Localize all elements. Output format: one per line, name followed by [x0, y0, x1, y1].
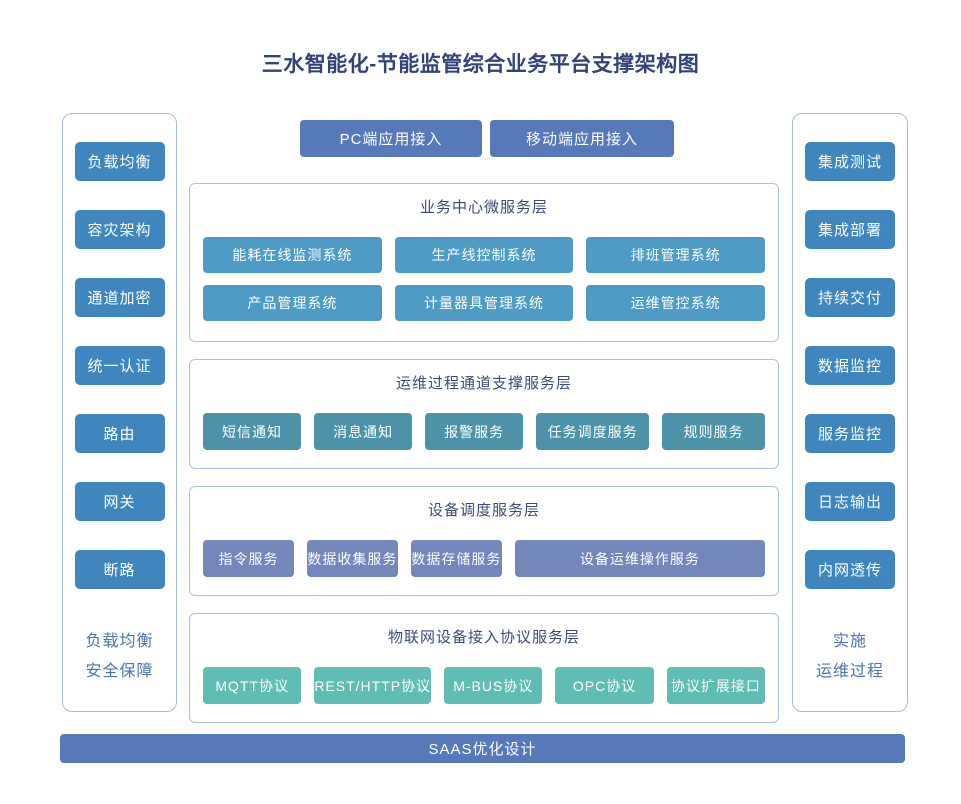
layer-ops-channel-support: 运维过程通道支撑服务层 短信通知 消息通知 报警服务 任务调度服务 规则服务: [189, 359, 779, 469]
layer3-row: 指令服务 数据收集服务 数据存储服务 设备运维操作服务: [203, 540, 765, 577]
node-energy-monitoring-system: 能耗在线监测系统: [203, 237, 382, 273]
left-caption-line2: 安全保障: [85, 663, 154, 680]
node-task-scheduling-service: 任务调度服务: [536, 413, 650, 450]
left-node-load-balancing: 负载均衡: [74, 142, 165, 181]
node-production-line-control-system: 生产线控制系统: [394, 237, 574, 273]
right-node-integration-test: 集成测试: [805, 142, 895, 181]
right-node-intranet-passthrough: 内网透传: [805, 550, 895, 589]
node-sms-notification: 短信通知: [203, 413, 302, 450]
node-rule-service: 规则服务: [662, 413, 765, 450]
layer2-row: 短信通知 消息通知 报警服务 任务调度服务 规则服务: [203, 413, 765, 450]
layer4-row: MQTT协议 REST/HTTP协议 M-BUS协议 OPC协议 协议扩展接口: [203, 667, 766, 704]
right-node-integration-deploy: 集成部署: [805, 210, 895, 249]
left-node-gateway: 网关: [74, 482, 165, 521]
right-node-service-monitoring: 服务监控: [805, 414, 895, 453]
right-panel: 集成测试 集成部署 持续交付 数据监控 服务监控 日志输出 内网透传 实施 运维…: [792, 113, 908, 712]
right-node-data-monitoring: 数据监控: [805, 346, 895, 385]
left-node-circuit-breaker: 断路: [74, 550, 165, 589]
right-panel-caption: 实施 运维过程: [816, 627, 884, 687]
node-rest-http-protocol: REST/HTTP协议: [314, 667, 432, 704]
layer-device-scheduling: 设备调度服务层 指令服务 数据收集服务 数据存储服务 设备运维操作服务: [189, 486, 779, 596]
layers-column: 业务中心微服务层 能耗在线监测系统 生产线控制系统 排班管理系统 产品管理系统 …: [189, 183, 779, 740]
node-protocol-extension-interface: 协议扩展接口: [666, 667, 766, 704]
left-node-channel-encryption: 通道加密: [74, 278, 165, 317]
saas-optimization-bar: SAAS优化设计: [60, 734, 905, 763]
left-panel: 负载均衡 容灾架构 通道加密 统一认证 路由 网关 断路 负载均衡 安全保障: [62, 113, 177, 712]
mobile-access-node: 移动端应用接入: [490, 120, 674, 157]
node-shift-management-system: 排班管理系统: [586, 237, 766, 273]
node-opc-protocol: OPC协议: [555, 667, 654, 704]
layer-business-microservices: 业务中心微服务层 能耗在线监测系统 生产线控制系统 排班管理系统 产品管理系统 …: [189, 183, 779, 342]
left-panel-caption: 负载均衡 安全保障: [85, 627, 153, 687]
layer2-title: 运维过程通道支撑服务层: [395, 375, 572, 392]
left-caption-line1: 负载均衡: [85, 633, 154, 650]
layer1-row2: 产品管理系统 计量器具管理系统 运维管控系统: [203, 285, 766, 321]
node-message-notification: 消息通知: [314, 413, 413, 450]
node-device-ops-operation-service: 设备运维操作服务: [514, 540, 765, 577]
right-node-log-output: 日志输出: [805, 482, 895, 521]
left-node-disaster-recovery: 容灾架构: [74, 210, 165, 249]
right-node-continuous-delivery: 持续交付: [805, 278, 895, 317]
node-data-collection-service: 数据收集服务: [306, 540, 398, 577]
pc-access-node: PC端应用接入: [300, 120, 482, 157]
layer4-title: 物联网设备接入协议服务层: [387, 629, 580, 646]
node-alarm-service: 报警服务: [425, 413, 524, 450]
diagram-title: 三水智能化-节能监管综合业务平台支撑架构图: [261, 53, 700, 76]
node-metering-instrument-system: 计量器具管理系统: [394, 285, 574, 321]
left-node-routing: 路由: [74, 414, 165, 453]
node-data-storage-service: 数据存储服务: [410, 540, 502, 577]
left-node-unified-auth: 统一认证: [74, 346, 165, 385]
node-mqtt-protocol: MQTT协议: [203, 667, 302, 704]
node-ops-control-system: 运维管控系统: [586, 285, 766, 321]
right-caption-line2: 运维过程: [815, 663, 884, 680]
node-product-management-system: 产品管理系统: [203, 285, 382, 321]
layer1-title: 业务中心微服务层: [419, 199, 548, 216]
right-caption-line1: 实施: [832, 633, 867, 650]
access-row: PC端应用接入 移动端应用接入: [300, 120, 674, 157]
node-command-service: 指令服务: [203, 540, 294, 577]
layer3-title: 设备调度服务层: [427, 502, 540, 519]
layer1-row1: 能耗在线监测系统 生产线控制系统 排班管理系统: [203, 237, 766, 273]
layer-iot-protocol-access: 物联网设备接入协议服务层 MQTT协议 REST/HTTP协议 M-BUS协议 …: [189, 613, 779, 723]
node-mbus-protocol: M-BUS协议: [444, 667, 543, 704]
